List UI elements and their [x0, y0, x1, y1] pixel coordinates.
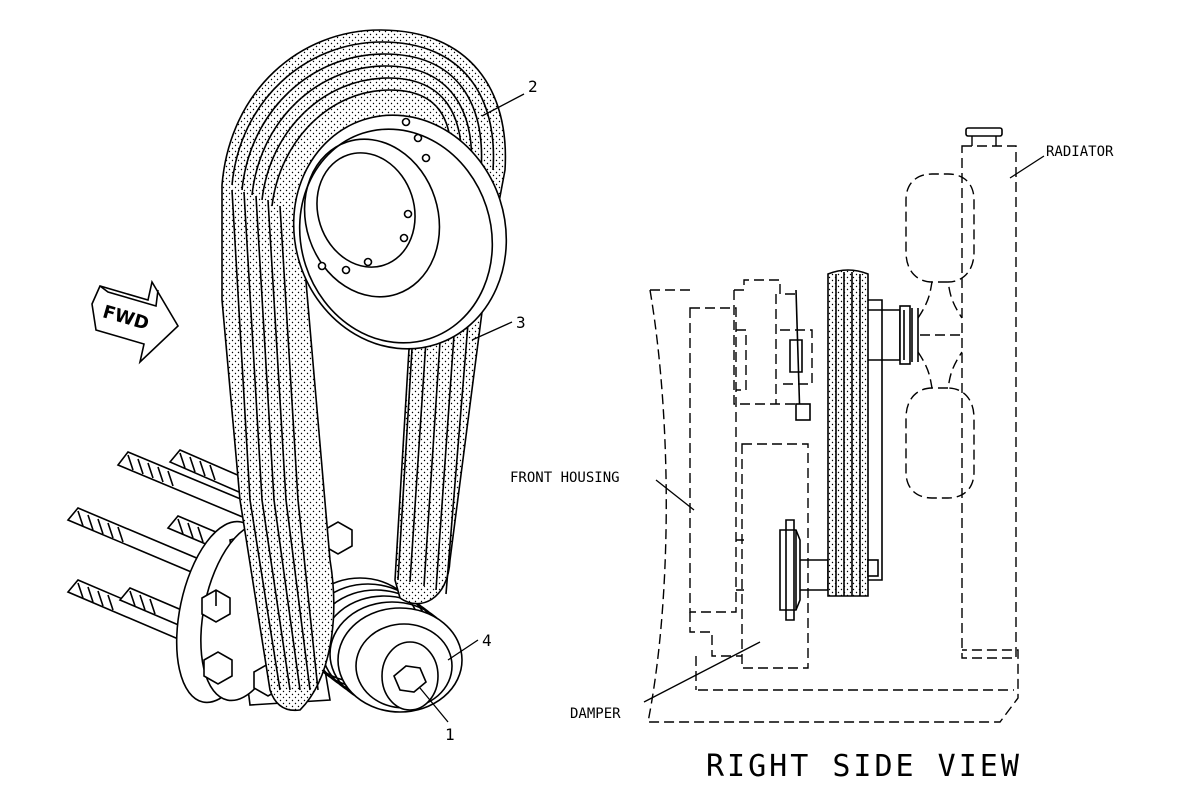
callout-2: 2: [528, 77, 538, 96]
leader-3: [471, 321, 513, 341]
bolt-head: [201, 589, 231, 623]
fan: [868, 173, 975, 499]
pulley-bolt-head: [393, 665, 427, 693]
callouts: 2 3 4 1: [419, 77, 538, 744]
upper-housing: [733, 279, 813, 421]
front-housing-label: FRONT HOUSING: [510, 470, 620, 486]
engine-base-outline: [647, 289, 1019, 723]
bolt-holes: [317, 117, 431, 275]
leader-1: [419, 687, 449, 723]
leader-4: [447, 639, 479, 661]
callout-1: 1: [445, 725, 455, 744]
radiator-label: RADIATOR: [1046, 144, 1114, 160]
right-side-view: RADIATOR FRONT HOUSING DAMPER RIGHT SIDE…: [510, 127, 1114, 784]
view-title: RIGHT SIDE VIEW: [706, 749, 1022, 784]
radiator: [961, 127, 1017, 659]
bolt-head: [203, 651, 233, 685]
callout-4: 4: [482, 631, 492, 650]
front-housing: [689, 307, 747, 657]
radiator-cap: [965, 127, 1003, 137]
leader-2: [481, 93, 525, 117]
damper: [741, 443, 829, 669]
isometric-view: FWD 2 3 4 1: [66, 29, 538, 744]
fan-drive-pulley: [292, 114, 508, 350]
fan-belt-side: [827, 269, 883, 597]
forward-direction-arrow: FWD: [91, 279, 180, 365]
callout-3: 3: [516, 313, 526, 332]
damper-label: DAMPER: [570, 706, 621, 722]
